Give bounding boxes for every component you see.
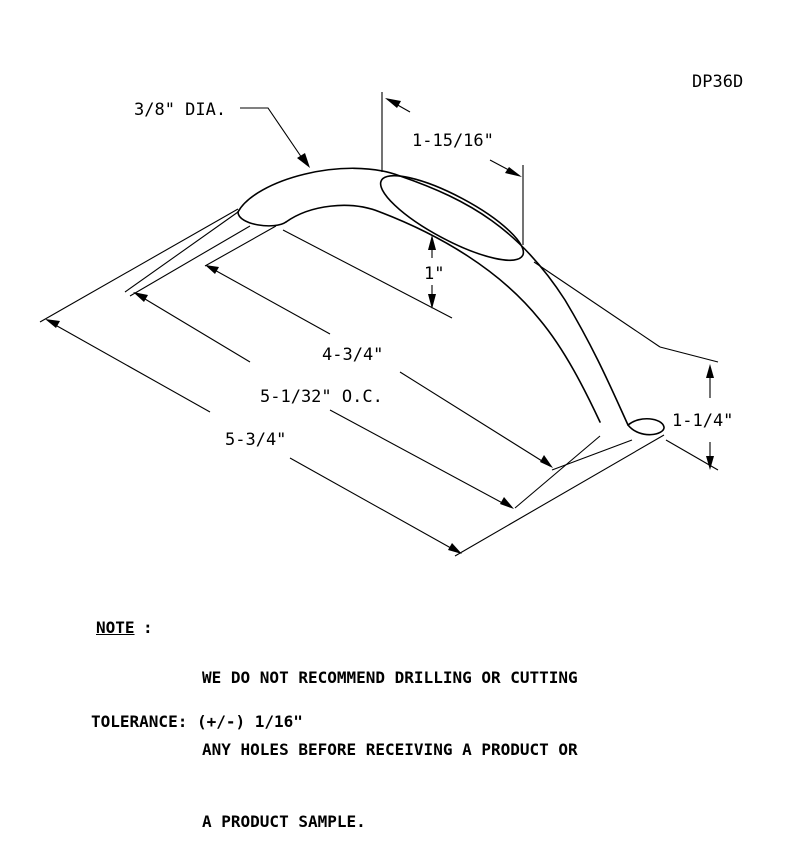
note-colon: : (143, 618, 153, 637)
center-to-center-dimension: 5-1/32" O.C. (133, 292, 514, 509)
handle-outline (124, 167, 665, 557)
note-line: ANY HOLES BEFORE RECEIVING A PRODUCT OR (202, 740, 578, 759)
overall-length-label: 5-3/4" (225, 430, 286, 450)
diameter-label: 3/8" DIA. (134, 100, 226, 120)
note-body: WE DO NOT RECOMMEND DRILLING OR CUTTING … (202, 618, 578, 858)
inner-length-dimension: 4-3/4" (205, 265, 553, 468)
top-flat-dimension: 1-15/16" (381, 92, 524, 245)
note-line: A PRODUCT SAMPLE. (202, 812, 366, 831)
note-label: NOTE (96, 618, 135, 637)
height-dimension: 1-1/4" (533, 261, 733, 471)
overall-length-dimension: 5-3/4" (39, 208, 462, 554)
diameter-callout: 3/8" DIA. (134, 100, 310, 168)
diameter-arrowhead (297, 153, 310, 168)
inner-length-label: 4-3/4" (322, 345, 383, 365)
height-label: 1-1/4" (672, 411, 733, 431)
depth-label: 1" (424, 264, 444, 284)
note-line: WE DO NOT RECOMMEND DRILLING OR CUTTING (202, 668, 578, 687)
center-to-center-label: 5-1/32" O.C. (260, 387, 383, 407)
handle-drawing: DP36D 3/8" DIA. 1-15/16" 1" (39, 72, 743, 557)
top-flat-label: 1-15/16" (412, 131, 494, 151)
depth-dimension: 1" (282, 229, 453, 319)
tolerance: TOLERANCE: (+/-) 1/16" (91, 712, 303, 731)
part-number: DP36D (692, 72, 743, 92)
